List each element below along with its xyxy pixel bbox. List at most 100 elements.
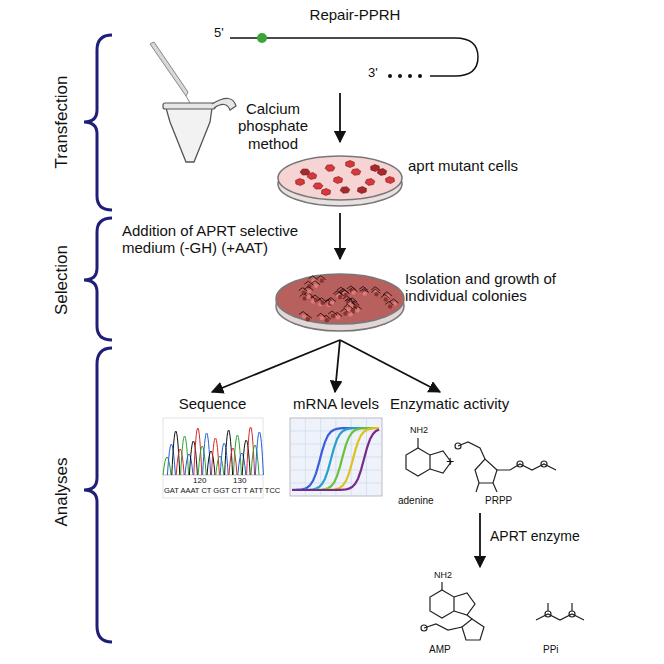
- trace-peak: [255, 432, 263, 475]
- pprh-hairpin: [230, 33, 478, 78]
- colony-dot: [306, 317, 310, 321]
- grid-line: [351, 418, 352, 496]
- trace-peak: [185, 454, 193, 475]
- dish-node: Isolation and growth of individual colon…: [275, 262, 570, 337]
- flow-arrow: [479, 513, 481, 567]
- colony-dot: [330, 300, 334, 304]
- colony-dot: [314, 298, 318, 302]
- colony-dot: [346, 307, 350, 311]
- grid-line: [290, 470, 382, 471]
- node-text: mRNA levels: [285, 395, 387, 412]
- amplification-curve: [292, 428, 379, 490]
- node-text: Isolation and growth of individual colon…: [405, 270, 567, 305]
- strand-end-label: 3': [368, 66, 378, 80]
- atom-label: NH2: [434, 571, 452, 581]
- amplification-curve: [292, 428, 379, 490]
- cell-shape: [313, 183, 323, 189]
- flow-arrow: [335, 340, 340, 392]
- plus-sign: +: [446, 454, 454, 469]
- grid-line: [290, 483, 382, 484]
- colony-dot: [343, 311, 347, 315]
- cell-shape: [385, 177, 394, 184]
- cell-shape: [351, 169, 361, 176]
- base-position: 130: [233, 477, 246, 486]
- edge-label: APRT enzyme: [490, 528, 600, 544]
- amplification-curve: [292, 428, 379, 490]
- colony-dot: [384, 297, 388, 301]
- cell-shape: [307, 173, 316, 180]
- transfection-node: Calcium phosphate method: [145, 40, 335, 165]
- trace-peak: [242, 440, 250, 475]
- trace-peak: [211, 438, 219, 475]
- cell-shape: [346, 161, 355, 168]
- section-label: Selection: [53, 245, 72, 315]
- ppi-structure: [536, 603, 584, 620]
- cell-shape: [333, 177, 342, 184]
- qpcr-plot: [290, 418, 382, 496]
- trace-peak: [167, 444, 175, 475]
- node-text: Enzymatic activity: [390, 395, 560, 412]
- trace-peak: [181, 436, 189, 475]
- cell-shape: [365, 179, 375, 186]
- analysis-node: Enzymatic activity adenine PRPP: [390, 395, 590, 510]
- colony-dot: [320, 316, 324, 320]
- petri-dish-colonies: [276, 274, 404, 331]
- atom-label: NH2: [410, 426, 428, 436]
- node-text: adenine: [398, 495, 448, 507]
- flow-arrow: [339, 213, 341, 259]
- analysis-node: mRNA levels: [285, 395, 387, 500]
- pipette-tube: [150, 42, 236, 162]
- section-label: Transfection: [53, 76, 72, 169]
- colony-dot: [351, 308, 355, 312]
- flow-arrow: [340, 340, 440, 392]
- grid-line: [290, 457, 382, 458]
- chromatogram: [163, 418, 263, 498]
- colony-dot: [302, 314, 306, 318]
- dish-node: aprt mutant cells: [275, 145, 540, 210]
- trace-peak: [163, 457, 171, 475]
- colony-dot: [392, 302, 396, 306]
- cell-shape: [325, 165, 335, 171]
- colony-dot: [363, 291, 367, 295]
- hairpin-label-node: Repair-PPRH: [225, 4, 485, 90]
- node-text: PRPP: [485, 495, 525, 507]
- colony-dot: [331, 314, 335, 318]
- node-text: aprt mutant cells: [408, 157, 540, 174]
- section-brackets: [84, 35, 112, 642]
- base-position: 120: [193, 477, 206, 486]
- amplification-curve: [292, 429, 379, 490]
- colony-dot: [351, 290, 355, 294]
- colony-dot: [320, 301, 324, 305]
- prpp-structure: [455, 442, 556, 492]
- cell-shape: [357, 187, 366, 194]
- colony-dot: [338, 295, 342, 299]
- trace-peak: [207, 451, 215, 475]
- trace-peak: [220, 443, 228, 475]
- trace-peak: [238, 453, 246, 475]
- colony-dot: [320, 279, 324, 283]
- section-label: Analyses: [53, 458, 72, 527]
- node-text: AMP: [429, 644, 469, 656]
- colony-dot: [348, 312, 352, 316]
- petri-dish-cells: [278, 156, 402, 206]
- colony-dot: [343, 293, 347, 297]
- colony-dot: [374, 292, 378, 296]
- colony-dot: [336, 315, 340, 319]
- colony-dot: [388, 304, 392, 308]
- node-text: Sequence: [160, 395, 265, 412]
- colony-dot: [325, 318, 329, 322]
- amplification-curve: [292, 428, 379, 490]
- cell-shape: [340, 187, 350, 193]
- cell-shape: [322, 189, 331, 196]
- edge-label: Addition of APRT selective medium (-GH) …: [122, 222, 334, 257]
- flow-arrow: [339, 93, 341, 142]
- trace-peak: [251, 445, 259, 475]
- trace-peak: [189, 441, 197, 475]
- trace-peak: [233, 435, 241, 475]
- analysis-node: Sequence: [160, 395, 265, 500]
- colony-dot: [302, 296, 306, 300]
- node-text: Repair-PPRH: [295, 6, 415, 23]
- node-text: PPi: [543, 644, 583, 656]
